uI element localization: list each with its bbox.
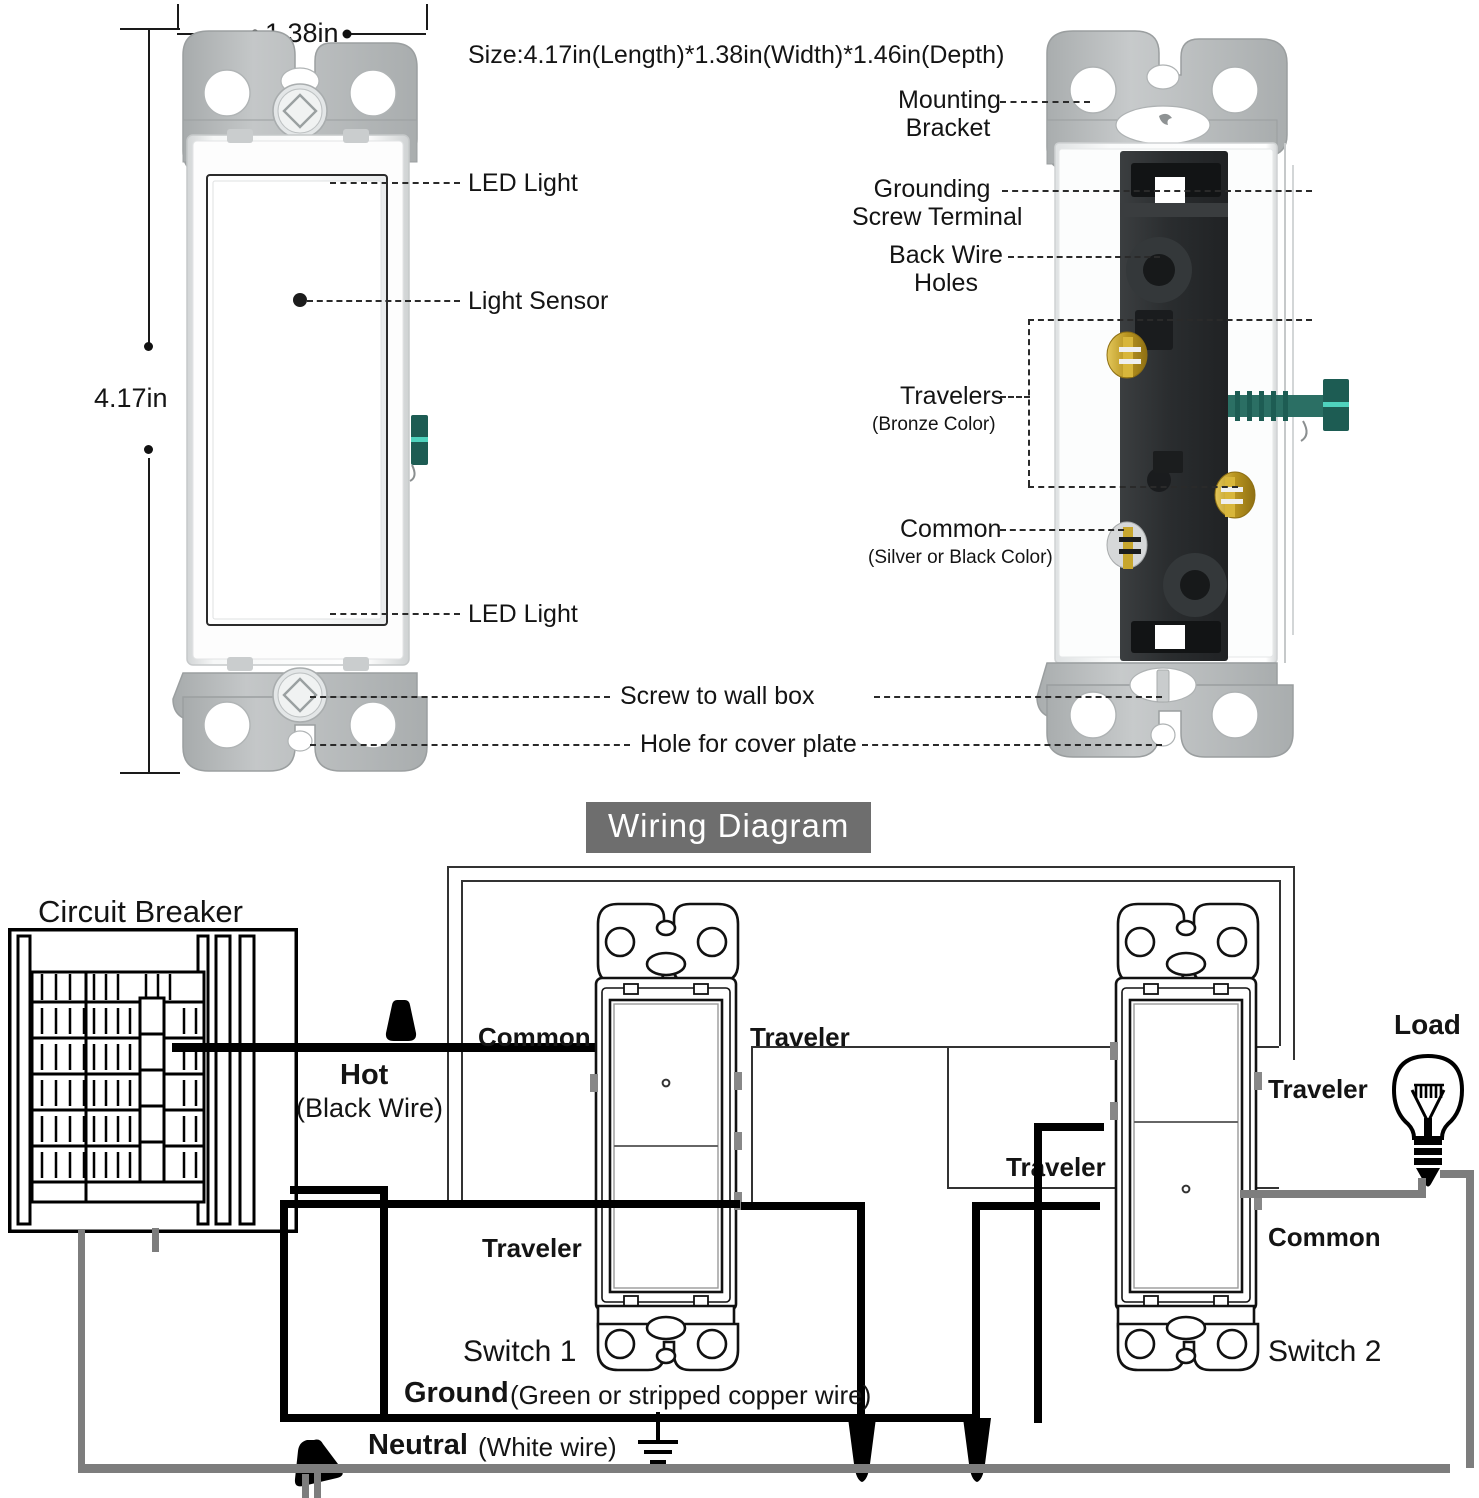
label-travelers: Travelers xyxy=(900,382,1004,410)
wire-traveler-black-top xyxy=(741,1202,865,1210)
label-common-side-sub: (Silver or Black Color) xyxy=(868,547,1053,568)
label-led-bottom: LED Light xyxy=(468,600,578,628)
label-light-sensor: Light Sensor xyxy=(468,287,609,315)
dim-height-dot-bottom xyxy=(144,445,153,454)
dim-width-right-tick xyxy=(426,4,428,30)
label-grounding-l2: Screw Terminal xyxy=(852,203,1023,231)
wire-traveler-black-left xyxy=(280,1200,740,1208)
wire-neutral-left-riser xyxy=(78,1230,85,1466)
label-grounding-l1: Grounding xyxy=(873,175,991,203)
leader-light-sensor xyxy=(307,300,460,302)
label-circuit-breaker: Circuit Breaker xyxy=(38,894,243,929)
label-traveler-top-right: Traveler xyxy=(1268,1074,1368,1104)
wiring-loop-top-outer xyxy=(447,866,1293,868)
leader-travelers-bottom xyxy=(1028,486,1238,488)
label-screw-to-wall-box: Screw to wall box xyxy=(620,682,815,710)
label-back-wire-l2: Holes xyxy=(914,269,978,297)
front-view-switch xyxy=(172,30,428,772)
dim-width-left-tick xyxy=(177,4,179,30)
leader-hole-left xyxy=(310,744,630,746)
wire-breaker-neutral-run xyxy=(290,1186,388,1194)
wire-breaker-neutral-drop xyxy=(380,1186,388,1416)
wiring-traveler-mid-drop xyxy=(947,1046,949,1189)
label-switch1: Switch 1 xyxy=(463,1335,577,1368)
wire-ground-left-drop xyxy=(280,1200,288,1422)
label-traveler-bottom-left: Traveler xyxy=(482,1233,582,1263)
hot-wire-nut xyxy=(385,1000,417,1041)
label-neutral: Neutral xyxy=(368,1429,468,1461)
wiring-traveler-upper-right-run xyxy=(751,1046,1279,1048)
label-travelers-sub: (Bronze Color) xyxy=(872,414,996,435)
wire-hot xyxy=(172,1043,603,1052)
leader-travelers-stem xyxy=(1000,396,1030,398)
wiring-diagram-banner: Wiring Diagram xyxy=(586,802,872,853)
leader-travelers-left xyxy=(1028,319,1030,486)
wiring-loop-inner-top xyxy=(461,880,1279,882)
leader-led-top xyxy=(330,182,460,184)
label-hot: Hot xyxy=(340,1059,389,1091)
wiring-loop-left-outer xyxy=(447,866,449,1206)
wire-neutral-bottom xyxy=(78,1464,1450,1473)
dim-height-dot-top xyxy=(144,342,153,351)
dim-height-line-b xyxy=(148,458,150,772)
size-note: Size:4.17in(Length)*1.38in(Width)*1.46in… xyxy=(468,41,1005,69)
dim-height-label: 4.17in xyxy=(94,383,168,413)
wire-neutral-breaker-stub xyxy=(152,1228,159,1252)
wire-traveler-sw2-drop xyxy=(1034,1123,1042,1423)
label-load: Load xyxy=(1394,1009,1461,1040)
dim-height-bottom-ext xyxy=(120,772,180,774)
leader-screw-right xyxy=(874,696,1162,698)
leader-hole-right xyxy=(862,744,1162,746)
leader-grounding xyxy=(1002,190,1312,192)
wire-traveler-black-drop xyxy=(857,1202,865,1422)
label-ground-sub: (Green or stripped copper wire) xyxy=(510,1380,872,1410)
label-common-right: Common xyxy=(1268,1222,1381,1252)
switch2-diagram xyxy=(1110,902,1262,1372)
wire-nut-cone-1 xyxy=(848,1418,876,1482)
label-common-left: Common xyxy=(478,1022,591,1052)
dim-width-line-b xyxy=(349,33,426,35)
wire-ground-right-drop xyxy=(972,1202,980,1422)
wire-load-right-run xyxy=(1440,1170,1474,1178)
label-ground: Ground xyxy=(404,1377,509,1409)
circuit-breaker-second-bank xyxy=(84,970,206,1204)
label-neutral-sub: (White wire) xyxy=(478,1432,617,1462)
wire-load-to-common xyxy=(1240,1190,1426,1198)
dim-width-arrow-right xyxy=(342,29,352,39)
label-hole-for-cover-plate: Hole for cover plate xyxy=(640,730,857,758)
dim-height-line-a xyxy=(148,28,150,350)
load-bulb-icon xyxy=(1391,1053,1465,1187)
wiring-loop-inner-right xyxy=(1279,880,1281,1046)
wire-traveler-sw2-left xyxy=(1034,1123,1104,1131)
dim-height-top-ext xyxy=(120,28,180,30)
wire-load-common-riser xyxy=(1418,1178,1426,1198)
label-switch2: Switch 2 xyxy=(1268,1335,1382,1368)
side-view-switch xyxy=(1036,30,1349,758)
label-back-wire-l1: Back Wire xyxy=(889,241,1003,269)
wire-ground-bottom-run xyxy=(280,1414,980,1422)
label-mounting-bracket-l1: Mounting xyxy=(898,86,1001,114)
leader-screw-left xyxy=(310,696,610,698)
label-traveler-mid-right: Traveler xyxy=(1006,1152,1106,1182)
wiring-loop-right-outer xyxy=(1293,866,1295,1060)
label-common-side: Common xyxy=(900,515,1002,543)
leader-back-wire xyxy=(1008,256,1160,258)
leader-travelers-top xyxy=(1028,319,1312,321)
label-mounting-bracket-l2: Bracket xyxy=(905,114,991,142)
wire-load-right-drop xyxy=(1466,1170,1474,1468)
leader-common-side xyxy=(1000,529,1124,531)
label-hot-sub: (Black Wire) xyxy=(296,1093,443,1123)
switch1-diagram xyxy=(590,902,742,1372)
wire-nut-cone-2 xyxy=(963,1418,991,1482)
ground-symbol xyxy=(638,1412,678,1464)
label-led-top: LED Light xyxy=(468,169,578,197)
wiring-traveler-upper-right-drop xyxy=(751,1046,753,1207)
leader-led-bottom xyxy=(330,613,460,615)
label-traveler-top-left: Traveler xyxy=(750,1022,850,1052)
leader-mounting-bracket xyxy=(1000,101,1090,103)
wiring-traveler-mid-run xyxy=(947,1187,1279,1189)
